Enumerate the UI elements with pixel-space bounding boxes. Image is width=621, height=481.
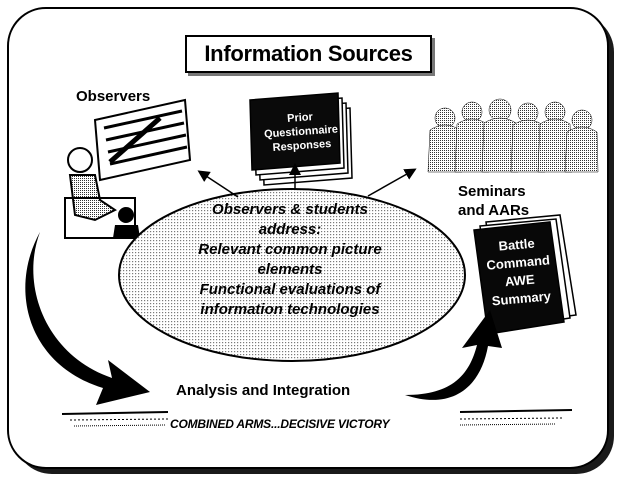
center-line-6: information technologies bbox=[200, 301, 380, 318]
seminars-line-2: and AARs bbox=[458, 202, 530, 219]
right-curved-arrow bbox=[405, 310, 502, 400]
seminars-label: Seminars and AARs bbox=[458, 182, 529, 220]
center-line-4: elements bbox=[257, 261, 323, 278]
slogan-rules bbox=[61, 409, 573, 427]
left-curved-arrow bbox=[25, 232, 150, 405]
seminars-line-1: Seminars bbox=[458, 183, 526, 200]
center-line-2: address: bbox=[258, 221, 322, 238]
center-text: Observers & students address: Relevant c… bbox=[150, 200, 430, 320]
central-oval bbox=[118, 188, 466, 362]
slogan: COMBINED ARMS...DECISIVE VICTORY bbox=[170, 417, 390, 431]
seminar-crowd-icon bbox=[427, 98, 599, 173]
questionnaire-stack-icon bbox=[249, 92, 353, 186]
center-line-1: Observers & students bbox=[212, 201, 368, 218]
center-line-5: Functional evaluations of bbox=[199, 281, 381, 298]
source-arrows bbox=[197, 163, 417, 198]
process-label: Analysis and Integration bbox=[176, 382, 351, 399]
book-label: Battle Command AWE Summary bbox=[481, 233, 557, 311]
book-icon bbox=[473, 214, 577, 335]
center-line-3: Relevant common picture bbox=[198, 241, 382, 258]
questionnaire-label: Prior Questionnaire Responses bbox=[257, 108, 346, 156]
observers-label: Observers bbox=[76, 88, 151, 105]
observer-icon bbox=[64, 98, 192, 239]
diagram-title: Information Sources bbox=[185, 35, 432, 73]
